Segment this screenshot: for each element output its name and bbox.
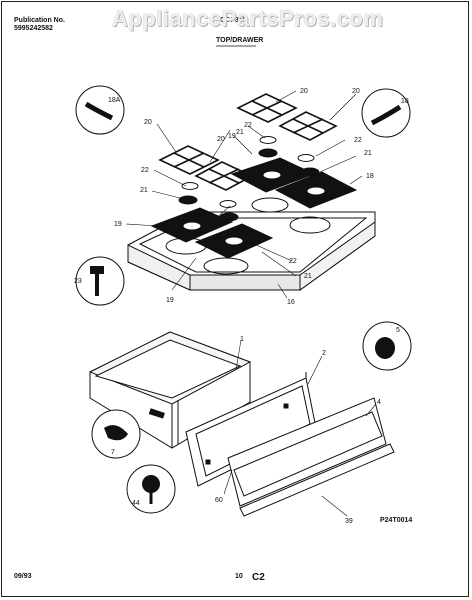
callout-19-left: 19: [114, 221, 122, 228]
callout-5: 5: [396, 327, 400, 334]
callout-21-top: 21: [236, 129, 244, 136]
publication-label: Publication No.: [14, 17, 65, 24]
callout-19-top: 19: [228, 133, 236, 140]
callout-22-bottom: 22: [289, 258, 297, 265]
publication-number: 5995242582: [14, 25, 53, 32]
footer-page-number: 10: [235, 573, 243, 580]
detail-circle-7-clip: [91, 409, 141, 459]
footer-code: C2: [252, 572, 265, 583]
detail-circle-23-screw: [75, 256, 125, 306]
callout-18a: 18A: [108, 97, 121, 104]
detail-circle-5-knob: [362, 321, 412, 371]
model-number: CGF316: [220, 17, 247, 24]
callout-60: 60: [215, 497, 223, 504]
callout-20-left: 20: [144, 119, 152, 126]
callout-21-left: 21: [140, 187, 148, 194]
callout-22-right: 22: [354, 137, 362, 144]
callout-20-top: 20: [300, 88, 308, 95]
callout-21-bottom: 21: [304, 273, 312, 280]
callout-21-right: 21: [364, 150, 372, 157]
callout-18-right: 18: [366, 173, 374, 180]
callout-1: 1: [240, 336, 244, 343]
cooktop-assembly: [127, 93, 376, 291]
callout-20-middle: 20: [217, 136, 225, 143]
callout-7: 7: [111, 449, 115, 456]
callout-22-top: 22: [244, 122, 252, 129]
callout-2: 2: [322, 350, 326, 357]
section-title: TOP/DRAWER: [216, 37, 264, 44]
callout-44: 44: [132, 500, 140, 507]
footer-date: 09/93: [14, 573, 32, 580]
callout-16: 16: [287, 299, 295, 306]
callout-18-top: 18: [401, 98, 409, 105]
figure-code: P24T0014: [380, 517, 413, 524]
callout-20-right: 20: [352, 88, 360, 95]
detail-circle-44-screw: [126, 464, 176, 514]
callout-4: 4: [377, 399, 381, 406]
watermark: AppliancePartsPros.com: [112, 6, 384, 31]
callout-39: 39: [345, 518, 353, 525]
detail-circle-18: [361, 88, 411, 138]
callout-23: 23: [74, 278, 82, 285]
leader-lines: [125, 90, 377, 517]
callout-19-bottom: 19: [166, 297, 174, 304]
callout-22-left: 22: [141, 167, 149, 174]
detail-circle-18a: [75, 85, 125, 135]
